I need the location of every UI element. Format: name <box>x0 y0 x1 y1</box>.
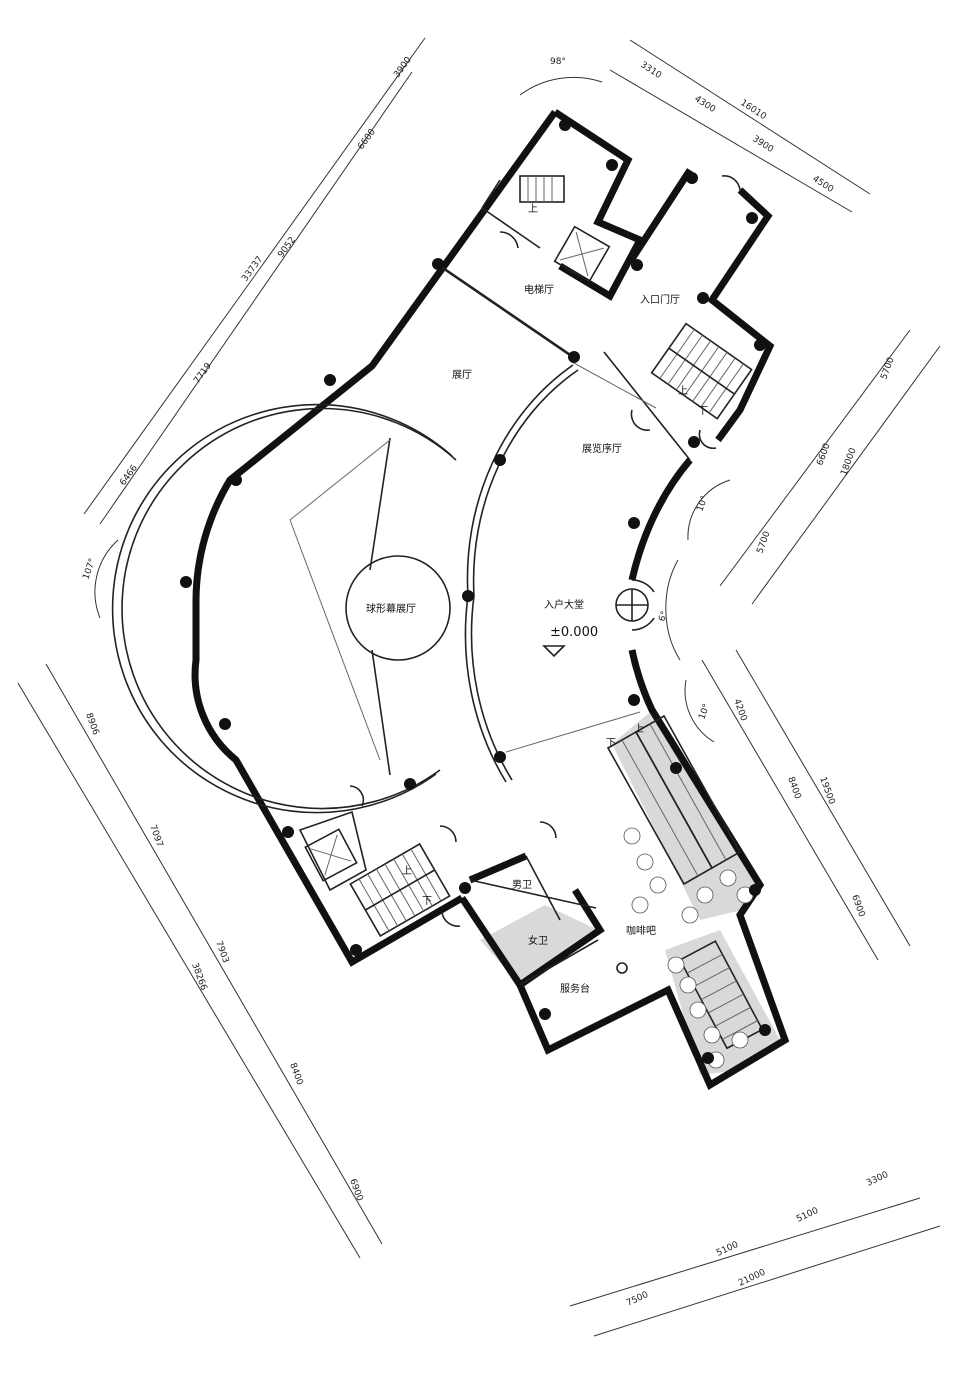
spherical-outer-arc <box>121 407 457 810</box>
cafe-planter <box>616 962 628 974</box>
interior-walls <box>298 179 691 986</box>
dim-l-7903: 7903 <box>213 940 230 965</box>
mark-down-entrance: 下 <box>698 406 708 417</box>
label-service-desk: 服务台 <box>560 982 590 995</box>
mark-up-sw: 上 <box>402 865 412 877</box>
label-exhibition-hall: 展厅 <box>452 369 472 381</box>
label-spherical-screen: 球形幕展厅 <box>366 602 416 615</box>
angle-98: 98° <box>550 57 566 67</box>
north-elevator <box>553 225 611 283</box>
label-female-wc: 女卫 <box>528 934 548 947</box>
gallery-curved-wall-inner <box>470 369 579 781</box>
dim-tl-7719: 7719 <box>192 361 214 386</box>
angle-10-bottom: 10° <box>697 703 712 721</box>
entrance-stair <box>650 322 753 420</box>
angle-6: 6° <box>657 610 670 623</box>
door-entrance-stair-2 <box>698 429 717 450</box>
label-entry-lobby: 入户大堂 <box>544 598 584 611</box>
door-wc <box>539 821 557 839</box>
dim-b-7500: 7500 <box>625 1290 650 1309</box>
angle-10-top: 10° <box>695 495 710 513</box>
dim-tr-4300: 4300 <box>692 94 717 115</box>
dim-b-5100a: 5100 <box>715 1240 740 1259</box>
label-elevator-hall: 电梯厅 <box>524 283 554 296</box>
mark-up-escalator: 上 <box>634 723 644 735</box>
dim-tr-4500: 4500 <box>810 174 835 195</box>
dim-l-8400: 8400 <box>287 1062 304 1087</box>
elevator-hall-partition <box>437 263 575 358</box>
exterior-walls <box>191 109 790 1091</box>
dim-tl-3900: 3900 <box>392 55 414 80</box>
dim-b-5100b: 5100 <box>795 1206 820 1225</box>
stair-marks: 上 上 下 上 下 下 上 <box>402 203 708 907</box>
entrance-block-wall <box>627 168 775 443</box>
mark-up-north: 上 <box>528 203 538 215</box>
elevation-marker <box>542 645 566 658</box>
dim-l-7097: 7097 <box>147 824 164 849</box>
dim-tl-6466: 6466 <box>118 463 140 488</box>
spherical-radial-bottom <box>371 649 391 776</box>
escalators <box>606 714 742 886</box>
dim-rl-4200: 4200 <box>731 698 748 723</box>
wc-partitions <box>469 855 599 986</box>
label-male-wc: 男卫 <box>512 879 532 891</box>
north-stair-partition <box>481 179 541 249</box>
elevator-hall-partition-inner <box>441 267 579 362</box>
dim-r-5700a: 5700 <box>879 356 896 381</box>
dim-tl-9052: 9052 <box>276 235 298 259</box>
spherical-outer-arc-2 <box>111 403 453 814</box>
door-entrance-stair-1 <box>630 409 651 431</box>
mark-down-sw: 下 <box>422 896 432 907</box>
east-curved-wall <box>515 457 790 1091</box>
label-exhibition-preface: 展览序厅 <box>582 442 622 455</box>
dim-rl-19500: 19500 <box>817 776 836 807</box>
dim-r-6600: 6600 <box>815 442 832 467</box>
angle-107: 107° <box>81 557 98 581</box>
wc-block-wall <box>459 852 528 987</box>
dim-b-3300: 3300 <box>865 1170 890 1189</box>
structural-columns <box>180 119 771 1064</box>
dimension-lines <box>17 37 941 1337</box>
dim-tr-3310: 3310 <box>638 60 663 81</box>
spherical-screen-hall <box>111 403 457 814</box>
door-sw-stair-2 <box>441 911 461 927</box>
dim-tl-6600: 6600 <box>356 127 378 152</box>
dim-tr-3900: 3900 <box>750 134 775 155</box>
dim-l-38266: 38266 <box>189 962 208 993</box>
preface-divider-line <box>571 361 657 409</box>
cafe-seating <box>616 827 754 1069</box>
spherical-screen-circle <box>345 555 451 661</box>
doors <box>349 175 741 927</box>
elevator-shaft-sw <box>298 810 367 892</box>
door-sw-hall <box>349 785 365 807</box>
stairs <box>304 175 764 1050</box>
mark-down-escalator: 下 <box>606 738 616 749</box>
door-sw-stair <box>439 825 457 843</box>
mark-up-entrance: 上 <box>678 385 688 397</box>
label-elevation: ±0.000 <box>550 625 598 640</box>
dim-rl-8400: 8400 <box>785 776 802 801</box>
dim-tl-33737: 33737 <box>240 255 265 284</box>
door-north <box>499 231 519 249</box>
lobby-divider-line <box>505 711 641 753</box>
room-labels: 电梯厅 入口门厅 展厅 展览序厅 球形幕展厅 入户大堂 ±0.000 男卫 女卫… <box>366 283 680 995</box>
label-entrance-hall: 入口门厅 <box>640 293 680 306</box>
southwest-elevator <box>304 828 358 882</box>
north-stair-block-wall <box>553 109 645 301</box>
dim-l-6900: 6900 <box>347 1178 364 1203</box>
dim-r-5700b: 5700 <box>755 530 772 555</box>
northwest-wall <box>191 109 558 967</box>
gallery-curved-wall <box>464 364 574 783</box>
spherical-sightlines <box>289 439 391 761</box>
southwest-stair <box>349 842 451 938</box>
door-entrance-top <box>721 175 741 191</box>
north-stair <box>519 175 565 203</box>
shaded-zones <box>480 712 780 1075</box>
label-cafe: 咖啡吧 <box>626 925 656 937</box>
dimension-texts: 3900 6600 9052 33737 7719 6466 3310 4300… <box>83 55 897 1309</box>
spherical-radial-top <box>369 437 391 571</box>
entrance-partition <box>603 351 691 461</box>
revolving-door <box>615 579 655 631</box>
